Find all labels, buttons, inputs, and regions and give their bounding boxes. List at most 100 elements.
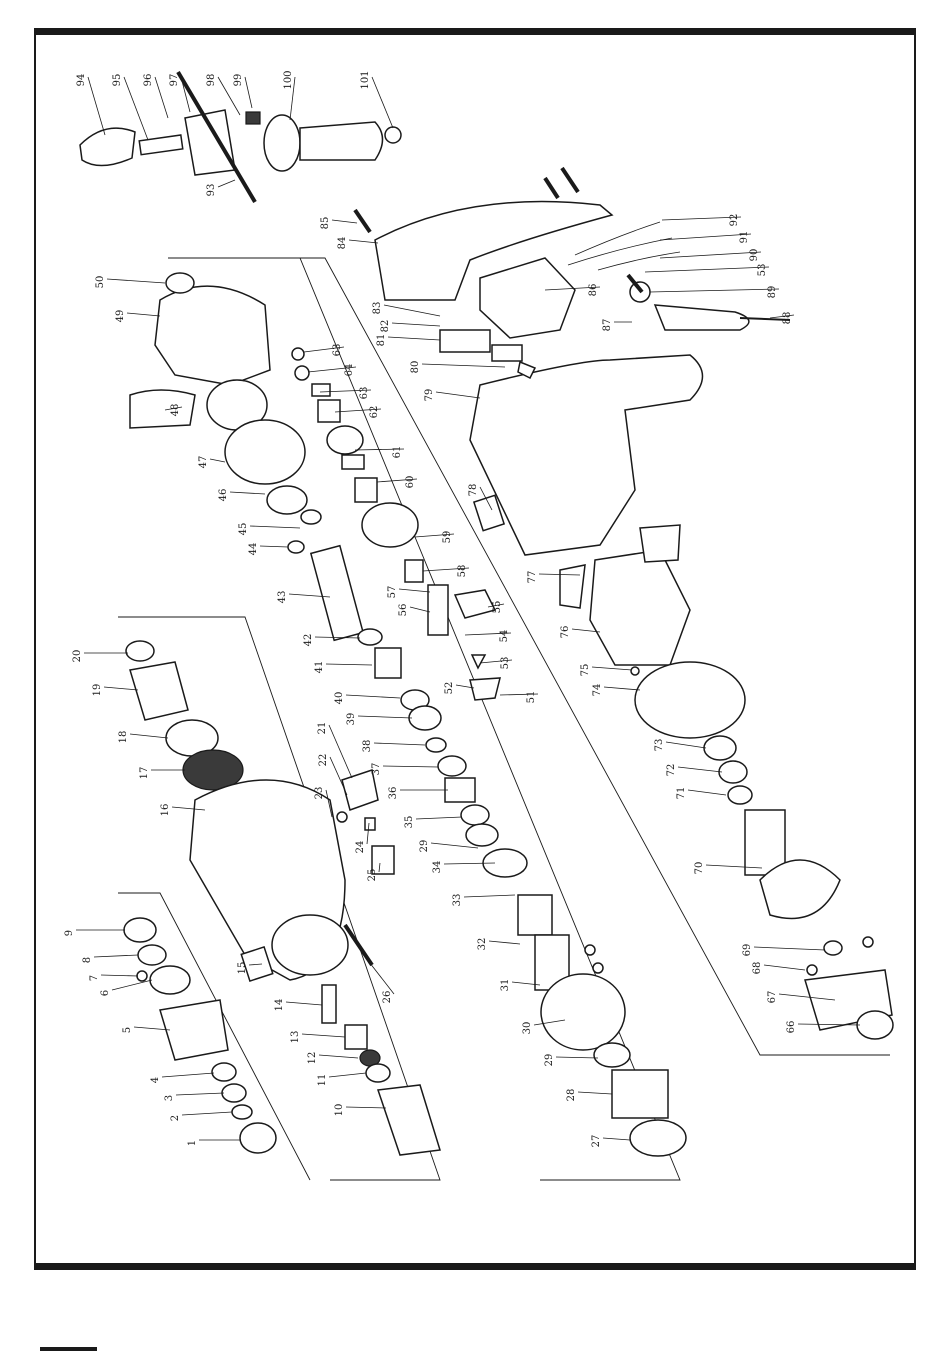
part-number-label: 95: [112, 74, 123, 87]
leader-lines: [76, 76, 861, 1141]
leader-line: [126, 312, 161, 317]
part-number-label: 89: [767, 286, 778, 299]
leader-line: [797, 1023, 861, 1026]
leader-line: [665, 741, 707, 749]
part-number-label: 59: [442, 531, 453, 544]
part-number-label: 44: [248, 543, 259, 556]
part-number-label: 49: [115, 310, 126, 323]
part-number-label: 40: [334, 692, 345, 705]
part-number-label: 6: [100, 990, 111, 996]
leader-line: [314, 636, 361, 639]
part-number-label: 58: [457, 565, 468, 578]
leader-line: [249, 525, 301, 529]
leader-line: [677, 766, 723, 773]
leader-line: [421, 363, 506, 368]
leader-line: [154, 76, 169, 119]
part-number-label: 73: [654, 739, 665, 752]
leader-line: [435, 391, 481, 399]
leader-line: [229, 491, 266, 495]
drawing-frame: [34, 28, 916, 1270]
part-number-label: 22: [318, 754, 329, 767]
part-number-label: 60: [405, 476, 416, 489]
part-number-label: 21: [317, 722, 328, 735]
part-number-label: 10: [334, 1104, 345, 1117]
part-number-label: 30: [522, 1022, 533, 1035]
assembly-group-outlines: [118, 257, 890, 1181]
leader-line: [430, 842, 479, 849]
part-number-label: 46: [218, 489, 229, 502]
leader-line: [387, 336, 441, 341]
leader-line: [769, 314, 795, 319]
leader-line: [133, 1026, 171, 1031]
leader-line: [103, 686, 139, 691]
leader-line: [409, 606, 431, 613]
leader-line: [778, 993, 836, 1001]
leader-line: [209, 458, 226, 463]
leader-line: [129, 733, 169, 739]
page-marker-bar: [40, 1347, 97, 1351]
leader-line: [175, 1092, 225, 1096]
part-number-label: 81: [376, 334, 387, 347]
leader-line: [365, 957, 395, 995]
leader-line: [325, 663, 373, 666]
leader-line: [354, 448, 405, 451]
leader-line: [259, 545, 289, 548]
part-number-label: 53: [500, 657, 511, 670]
part-number-label: 7: [89, 975, 100, 981]
part-number-label: 9: [64, 930, 75, 936]
leader-line: [591, 666, 633, 671]
leader-line: [687, 789, 727, 796]
part-number-label: 1: [187, 1140, 198, 1146]
leader-line: [217, 179, 236, 188]
leader-line: [382, 765, 439, 768]
leader-line: [538, 573, 581, 576]
leader-line: [318, 1054, 359, 1059]
leader-line: [487, 603, 505, 608]
part-number-label: 43: [277, 591, 288, 604]
part-number-label: 90: [749, 249, 760, 262]
leader-line: [106, 278, 166, 284]
part-number-label: 71: [676, 787, 687, 800]
leader-line: [334, 408, 382, 413]
leader-line: [763, 964, 806, 971]
part-number-label: 52: [444, 682, 455, 695]
part-number-label: 13: [290, 1031, 301, 1044]
leader-line: [511, 981, 541, 986]
leader-line: [479, 659, 513, 664]
part-number-label: 16: [160, 804, 171, 817]
leader-line: [555, 1056, 599, 1059]
part-number-label: 26: [382, 991, 393, 1004]
part-number-label: 62: [369, 406, 380, 419]
part-number-label: 28: [566, 1089, 577, 1102]
part-number-label: 36: [388, 787, 399, 800]
part-number-label: 4: [150, 1077, 161, 1083]
part-number-label: 92: [729, 214, 740, 227]
part-number-label: 37: [371, 763, 382, 776]
leader-line: [100, 974, 139, 977]
part-number-label: 25: [367, 869, 378, 882]
part-number-label: 70: [694, 862, 705, 875]
part-number-label: 56: [398, 604, 409, 617]
leader-line: [533, 1019, 566, 1026]
part-number-label: 75: [580, 664, 591, 677]
part-number-label: 94: [76, 74, 87, 87]
leader-line: [180, 76, 191, 113]
leader-line: [705, 864, 763, 869]
leader-line: [499, 693, 539, 696]
part-number-label: 80: [410, 361, 421, 374]
part-number-label: 5: [122, 1027, 133, 1033]
part-number-label: 74: [592, 684, 603, 697]
part-number-label: 15: [237, 962, 248, 975]
part-number-label: 53: [757, 264, 768, 277]
part-number-label: 64: [344, 364, 355, 377]
leader-line: [303, 346, 345, 353]
leader-line: [376, 478, 418, 483]
part-number-label: 72: [666, 764, 677, 777]
part-number-label: 91: [739, 231, 750, 244]
leader-line: [331, 219, 358, 224]
leader-line: [345, 694, 401, 699]
leader-line: [357, 715, 413, 719]
leader-line: [378, 862, 381, 873]
part-number-label: 76: [560, 626, 571, 639]
